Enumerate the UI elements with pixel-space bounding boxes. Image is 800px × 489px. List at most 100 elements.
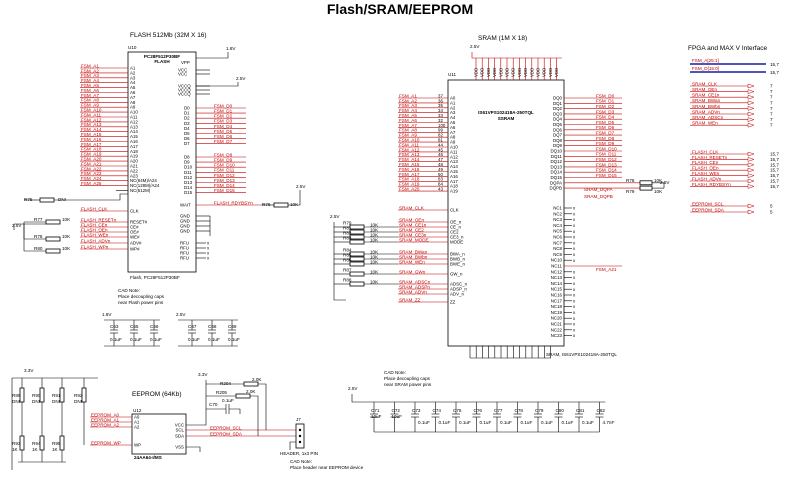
flash-vccq-rail: 2.5V	[236, 76, 246, 81]
flash-cap-ref: C69	[228, 324, 237, 329]
eeprom-cad-note-2: Place header near EEPROM device	[290, 465, 364, 470]
sram-addr-net-label: FSM_A3	[399, 103, 417, 108]
sram-dq-net-label: FSM_D4	[596, 115, 615, 120]
flash-r75-ref: R75	[24, 197, 33, 202]
sram-ctrl-net-label: SRAM_MODE	[399, 237, 429, 242]
eeprom-vss-wire	[186, 446, 201, 452]
flash-addr-net-label: FSM_A5	[81, 83, 99, 88]
eeprom-pullup-ref: R92	[74, 393, 83, 398]
sram-ctrl-net-label: SRAM_ADSPn	[399, 284, 430, 289]
sram-addr-pin-label: A0	[450, 96, 456, 101]
sram-dq-net-label: FSM_D3	[596, 109, 615, 114]
sram-res-body	[349, 281, 365, 287]
sram-nc-pin-label: NC3	[553, 217, 562, 222]
sram-dq-net-label: FSM_D12	[596, 157, 617, 162]
sram-res-val: 10K	[370, 232, 379, 237]
sram-nc-pin-label: NC23	[551, 333, 563, 338]
sram-addr-pin-num: 46	[438, 152, 443, 157]
flash-addr-pin-label: A15	[130, 134, 138, 139]
sram-nc-mark: x	[573, 206, 576, 211]
sram-addr-pin-label: A11	[450, 149, 458, 154]
flash-ctrl-net-label: FLASH_WEn	[81, 232, 109, 237]
flash-cap-val: 0.1uF	[130, 337, 142, 342]
fpga-flash-net-ref: 15,7	[770, 179, 779, 184]
flash-cap-ref: C65	[130, 324, 139, 329]
sram-ctrl-net-label: SRAM_CE2	[399, 227, 424, 232]
flash-cap-val: 0.1uF	[110, 337, 122, 342]
sram-vdd-pin-label: VDD	[554, 68, 559, 77]
sram-vdd-pin-label: VDD	[517, 68, 522, 77]
sram-addr-pin-label: A5	[450, 120, 456, 125]
sram-addr-pin-num: 81	[438, 138, 443, 143]
flash-addr-net-label: FSM_A23	[81, 171, 102, 176]
eeprom-pulldown-val: 1K	[52, 447, 59, 452]
flash-cap-val: 0.1uF	[150, 337, 162, 342]
flash-data-net-label: FSM_D13	[214, 178, 235, 183]
sram-dq-net-label: FSM_D7	[596, 131, 615, 136]
flash-r77-ref: R77	[34, 217, 43, 222]
sram-dqpa-res-ref: R78	[626, 178, 635, 183]
flash-data-net-label: FSM_D6	[214, 134, 233, 139]
sram-addr-pin-num: 45	[438, 147, 443, 152]
sram-vdd-rail-wire	[471, 52, 562, 59]
sram-dqp-rail-wire	[652, 182, 665, 188]
sram-res-ref: R88	[343, 278, 352, 283]
r76-body	[273, 202, 289, 208]
flash-ctrl-pin-label: CE#	[130, 225, 139, 230]
sram-addr-pin-num: 47	[438, 157, 443, 162]
flash-wait-pin-label: WAIT	[180, 203, 191, 208]
fpga-flash-net-port	[747, 157, 755, 162]
flash-addr-net-label: FSM_A14	[81, 127, 102, 132]
flash-ctrl-net-label: FLASH_CEn	[81, 222, 108, 227]
sram-addr-net-label: FSM_A9	[399, 133, 417, 138]
flash-r76-val: 10K	[290, 202, 299, 207]
fpga-sram-net-port	[747, 100, 755, 106]
sram-addr-pin-label: A7	[450, 130, 456, 135]
fpga-sram-net-ref: 7	[770, 112, 773, 117]
flash-ctrl-pin-label: WE#	[130, 235, 140, 240]
flash-pullup-rail-wire	[13, 223, 46, 230]
sram-addr-net-label: FSM_A8	[399, 128, 417, 133]
eeprom-pulldown-val: 1K	[12, 447, 19, 452]
eeprom-part: 24AA64-I/MS	[134, 455, 162, 460]
fpga-flash-net-label: FLASH_WEn	[692, 171, 720, 176]
sram-addr-pin-num: 32	[438, 118, 443, 123]
sram-ctrl-pin-label: ADV_n	[450, 292, 464, 297]
fpga-flash-net-ref: 15,7	[770, 157, 779, 162]
sram-cap-val: 0.1uF	[541, 420, 553, 425]
flash-data-net-label: FSM_D5	[214, 129, 233, 134]
flash-addr-pin-label: A4	[130, 80, 136, 85]
sram-nc-pin-label: NC7	[553, 240, 562, 245]
sram-address-pins: A037FSM_A1A136FSM_A2A235FSM_A3A334FSM_A4…	[398, 93, 458, 194]
flash-address-pins: A1FSM_A1A2FSM_A2A3FSM_A3A4FSM_A4A5FSM_A5…	[24, 63, 160, 203]
sram-nc-mark: x	[573, 269, 576, 274]
c70-wire-b	[229, 408, 241, 414]
sram-caption: SRAM, IS61VPS102418A-250TQL	[546, 352, 617, 357]
sram-dq-net-label: FSM_D15	[596, 173, 617, 178]
eeprom-pulldown-val: 1K	[32, 447, 39, 452]
flash-power-pin-label: VCC	[178, 72, 187, 77]
flash-rfu-pin-label: RFU	[180, 251, 189, 256]
fpga-eeprom-net-ref: 5	[770, 210, 773, 215]
sram-res-body	[349, 229, 365, 235]
flash-rdybsy-rail: 2.5V	[296, 184, 306, 189]
flash-cap-ref: C67	[188, 324, 197, 329]
sram-dqpa-net: SRAM_DQPA	[584, 187, 613, 192]
sram-nc-pin-label: NC17	[551, 298, 563, 303]
sram-ctrl-pin-label: BWE_n	[450, 262, 465, 267]
sram-addr-net-label: FSM_A19	[399, 182, 420, 187]
eeprom-sda-label: EEPROM_SDA	[210, 431, 243, 436]
eeprom-vcc-wire	[186, 380, 207, 426]
flash-data-pin-label: D4	[184, 126, 190, 131]
eeprom-left-pins: A0EEPROM_A0A1EEPROM_A1A2EEPROM_A2WPEEPRO…	[90, 412, 141, 448]
fpga-flash-net-port	[747, 184, 755, 189]
eeprom-pulldown-body	[59, 435, 65, 451]
eeprom-pulldown-ref: R95	[52, 441, 61, 446]
sram-part: IS61VPS102418A-250TQL	[478, 110, 534, 115]
sram-addr-net-label: FSM_A20	[399, 187, 420, 192]
eeprom-left-net-label: EEPROM_A0	[91, 412, 120, 417]
sram-addr-pin-label: A10	[450, 145, 458, 150]
sram-vdd-pin-label: VDD	[511, 68, 516, 77]
sram-res-rail	[333, 222, 346, 301]
